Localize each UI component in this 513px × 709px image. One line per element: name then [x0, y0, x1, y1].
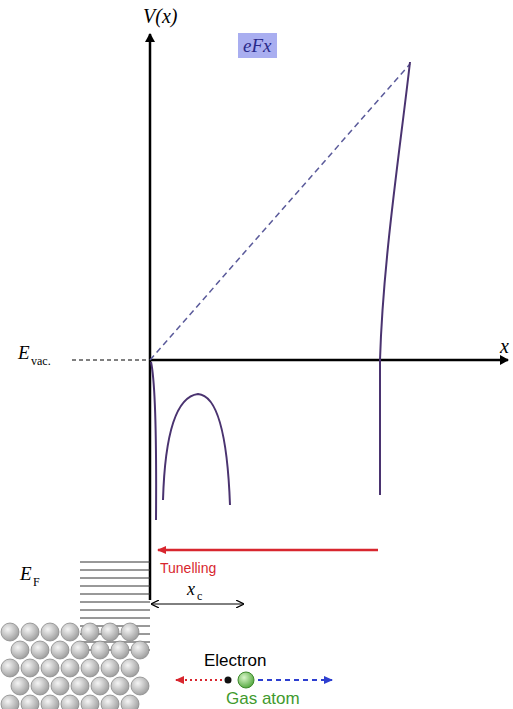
y-axis: [149, 34, 152, 600]
surface-atom: [11, 641, 29, 659]
surface-atom: [1, 695, 19, 709]
gas-atom: [238, 672, 254, 688]
surface-atoms: [1, 623, 149, 709]
surface-atom: [41, 659, 59, 677]
surface-atom: [91, 641, 109, 659]
surface-atom: [21, 623, 39, 641]
fermi-level-line: [80, 578, 150, 579]
fermi-level-line: [80, 602, 150, 603]
distance-subscript: c: [197, 590, 202, 602]
tunnelling-arrow: [158, 549, 378, 552]
surface-atom: [61, 659, 79, 677]
tunnelling-label: Tunelling: [160, 561, 216, 575]
surface-atom: [131, 641, 149, 659]
field-potential-line: [150, 64, 410, 360]
surface-potential-curve: [151, 362, 156, 520]
fermi-levels: [80, 562, 150, 650]
surface-atom: [21, 659, 39, 677]
fermi-level-line: [80, 594, 150, 595]
axis-label: V(x): [143, 6, 177, 26]
atom-potential-curve: [380, 62, 410, 495]
surface-atom: [51, 641, 69, 659]
surface-atom: [21, 695, 39, 709]
surface-atom: [111, 677, 129, 695]
energy-label: E: [18, 343, 30, 362]
electron-arrow: [176, 679, 222, 681]
formula-text: eFx: [243, 36, 272, 55]
fermi-level-line: [80, 586, 150, 587]
surface-atom: [81, 623, 99, 641]
critical-distance-arrow: [152, 604, 243, 605]
surface-atom: [101, 623, 119, 641]
surface-atom: [111, 641, 129, 659]
surface-atom: [61, 695, 79, 709]
surface-atom: [31, 677, 49, 695]
energy-subscript: F: [33, 576, 40, 588]
fermi-level-line: [80, 618, 150, 619]
surface-atom: [41, 623, 59, 641]
fermi-level-line: [80, 570, 150, 571]
surface-atom: [81, 659, 99, 677]
surface-atom: [131, 677, 149, 695]
surface-atom: [121, 695, 139, 709]
electron-dot: [225, 677, 232, 684]
surface-atom: [11, 677, 29, 695]
barrier-curve: [163, 394, 230, 505]
surface-atom: [41, 695, 59, 709]
surface-atom: [121, 659, 139, 677]
surface-atom: [101, 695, 119, 709]
surface-atom: [101, 659, 119, 677]
fermi-level-line: [80, 610, 150, 611]
axis-label: x: [500, 336, 509, 356]
energy-label: E: [20, 564, 32, 583]
surface-atom: [31, 641, 49, 659]
ion-arrow: [258, 679, 332, 681]
distance-label: x: [187, 580, 195, 598]
surface-atom: [121, 623, 139, 641]
particle-label: Electron: [204, 652, 266, 669]
surface-atom: [71, 641, 89, 659]
surface-atom: [1, 659, 19, 677]
particle-label: Gas atom: [226, 690, 300, 707]
fermi-level-line: [80, 562, 150, 563]
x-axis: [150, 359, 508, 362]
surface-atom: [81, 695, 99, 709]
surface-atom: [51, 677, 69, 695]
surface-atom: [61, 623, 79, 641]
surface-atom: [71, 677, 89, 695]
formula-highlight: eFx: [238, 33, 277, 58]
surface-atom: [1, 623, 19, 641]
surface-atom: [91, 677, 109, 695]
energy-subscript: vac.: [31, 355, 51, 367]
vacuum-level-line: [72, 360, 150, 361]
